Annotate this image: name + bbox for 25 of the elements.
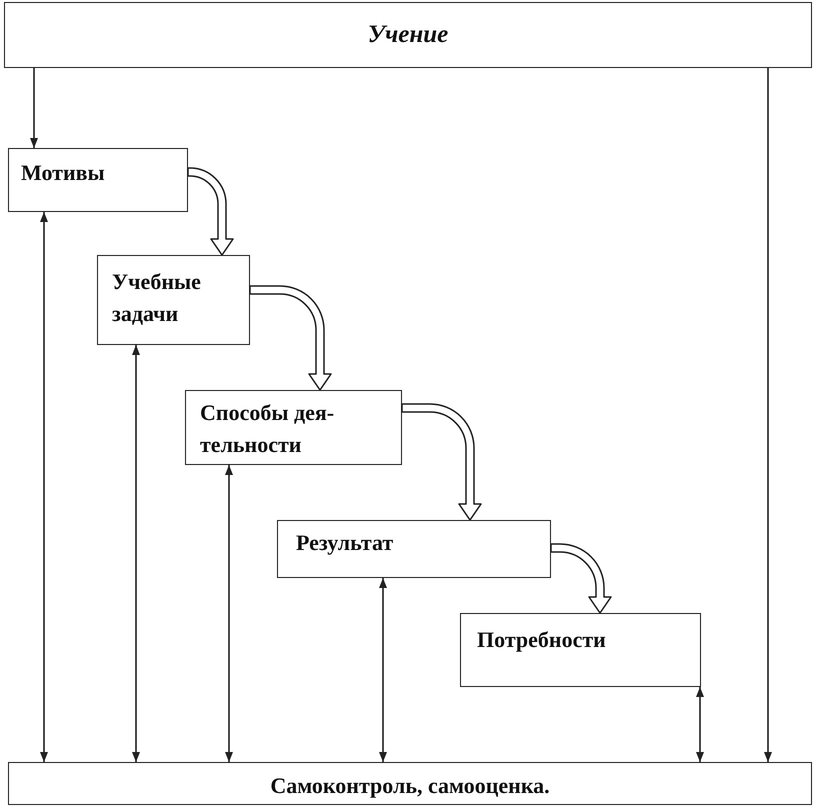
box-label: Результат <box>296 529 394 557</box>
process-box <box>185 390 402 465</box>
box-label: Самоконтроль, самооценка. <box>270 772 550 800</box>
process-box <box>8 148 188 212</box>
hollow-arrow <box>401 403 482 521</box>
arrow <box>30 68 38 148</box>
process-box <box>460 613 701 687</box>
box-label: Потребности <box>477 626 606 654</box>
double-arrow <box>225 465 233 762</box>
double-arrow <box>40 212 48 762</box>
hollow-arrow <box>187 167 234 256</box>
double-arrow <box>696 687 704 762</box>
box-label: Учебные задачи <box>112 268 202 328</box>
header-band <box>4 2 812 68</box>
process-box <box>277 520 551 578</box>
footer-band <box>8 762 812 805</box>
box-label: Учение <box>368 20 448 50</box>
arrow <box>764 68 772 762</box>
double-arrow <box>379 578 387 762</box>
hollow-arrow <box>249 285 332 391</box>
process-box <box>97 255 250 345</box>
box-label: Мотивы <box>21 159 105 187</box>
box-label: Способы дея-тельности <box>200 399 336 459</box>
double-arrow <box>132 345 140 762</box>
hollow-arrow <box>550 543 612 614</box>
